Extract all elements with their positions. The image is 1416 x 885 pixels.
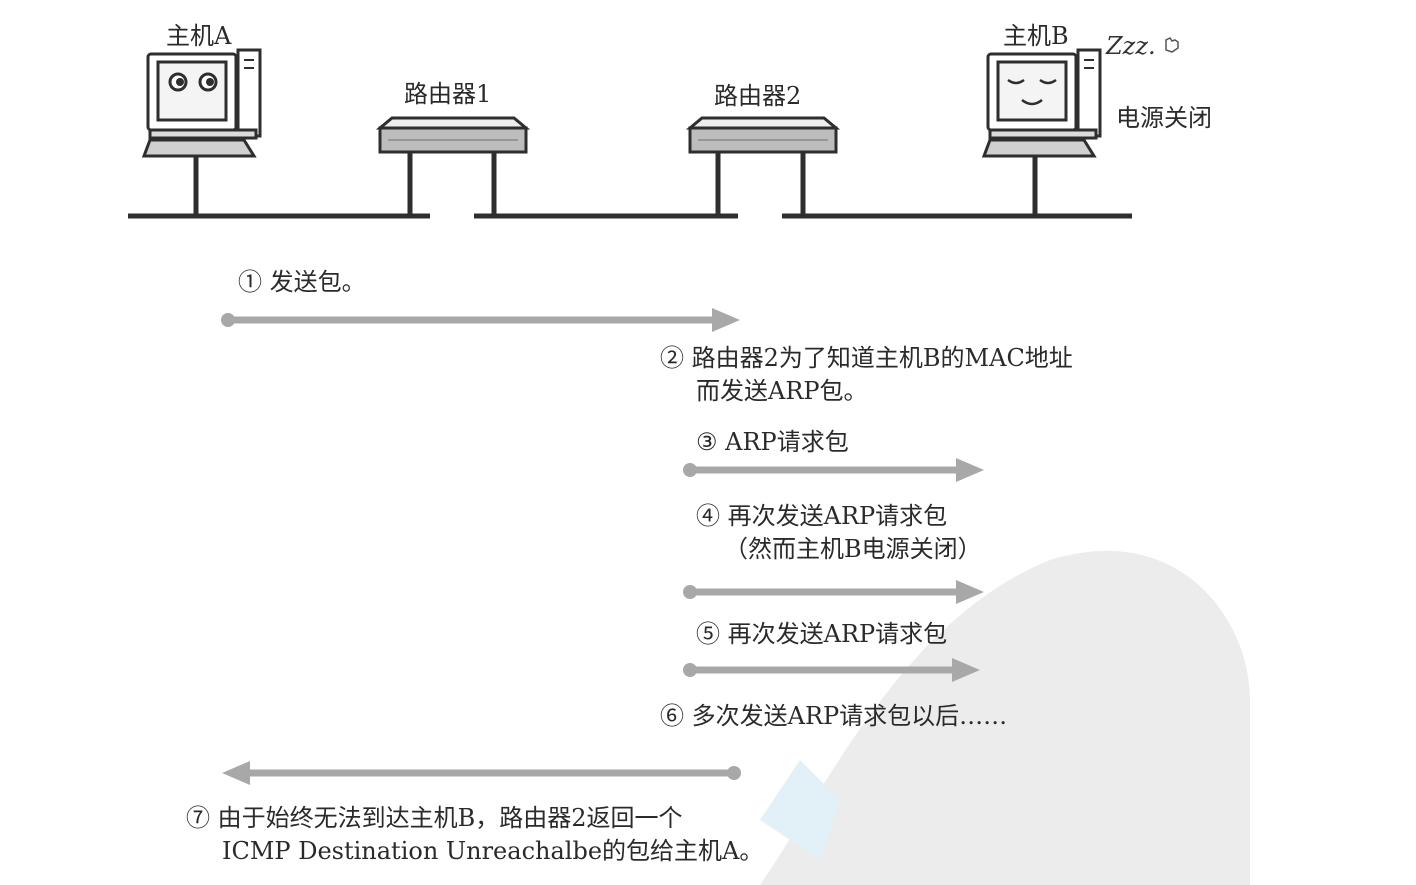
arrows — [221, 308, 984, 785]
step-6-text: ⑥ 多次发送ARP请求包以后…… — [660, 702, 1008, 730]
arrow-step-3 — [683, 458, 984, 482]
host-b-label: 主机B — [1003, 22, 1069, 50]
arrow-step-1 — [221, 308, 740, 332]
step-5-text: ⑤ 再次发送ARP请求包 — [696, 620, 948, 648]
router-2-icon — [685, 116, 841, 154]
sleep-zzz-label: Zzz. — [1106, 32, 1156, 60]
router-2-label: 路由器2 — [714, 82, 802, 110]
arrow-step-7 — [222, 761, 741, 785]
router-1-label: 路由器1 — [404, 80, 492, 108]
step-4-text: ④ 再次发送ARP请求包 （然而主机B电源关闭） — [696, 500, 982, 566]
step-3-text: ③ ARP请求包 — [696, 428, 849, 456]
watermark-shape — [760, 550, 1250, 885]
network-lines — [128, 152, 1132, 219]
power-off-label: 电源关闭 — [1116, 104, 1212, 132]
step-7-line-1: ⑦ 由于始终无法到达主机B，路由器2返回一个 — [186, 804, 683, 832]
arrow-step-5 — [683, 658, 980, 682]
host-b-computer-icon — [981, 48, 1102, 158]
step-7-line-2: ICMP Destination Unreachalbe的包给主机A。 — [222, 837, 764, 865]
router-1-icon — [375, 116, 531, 154]
host-a-label: 主机A — [166, 22, 232, 50]
step-1-text: ① 发送包。 — [238, 268, 366, 296]
host-a-computer-icon — [141, 48, 262, 158]
cursor-hand-icon — [1165, 37, 1179, 53]
step-2-line-1: ② 路由器2为了知道主机B的MAC地址 — [660, 344, 1073, 372]
step-4-line-1: ④ 再次发送ARP请求包 — [696, 502, 948, 530]
step-7-text: ⑦ 由于始终无法到达主机B，路由器2返回一个 ICMP Destination … — [186, 802, 763, 868]
step-2-line-2: 而发送ARP包。 — [696, 377, 868, 405]
arrow-step-4 — [683, 580, 984, 604]
step-4-line-2: （然而主机B电源关闭） — [724, 535, 982, 563]
step-2-text: ② 路由器2为了知道主机B的MAC地址 而发送ARP包。 — [660, 342, 1073, 408]
